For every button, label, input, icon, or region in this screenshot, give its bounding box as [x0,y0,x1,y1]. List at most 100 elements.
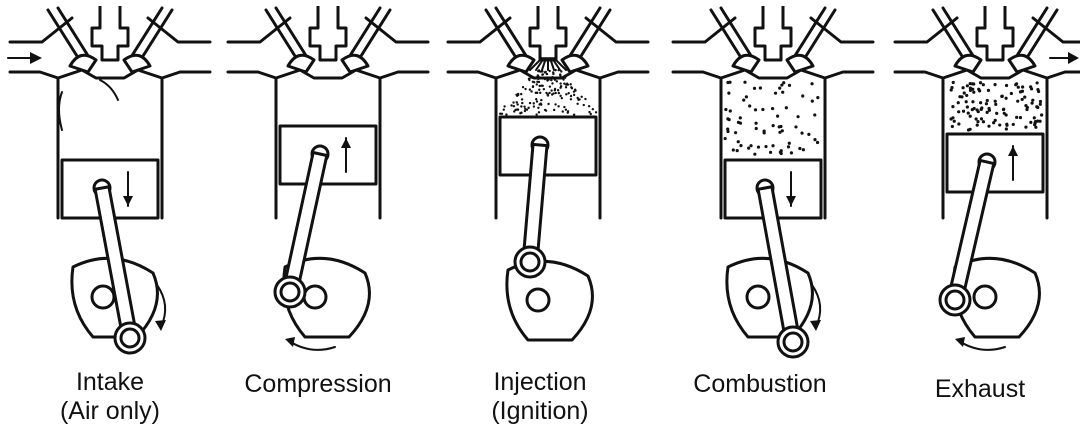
combustion-gas-dot [971,82,974,85]
combustion-gas-dot [726,127,729,130]
exhaust-flow-arrowhead [1068,52,1079,64]
combustion-gas-dot [1015,116,1018,119]
fuel-spray-dot [554,88,556,90]
combustion-gas-dot [971,100,974,103]
fuel-spray-dot [538,89,540,91]
rotation-arrowhead [155,320,166,331]
combustion-gas-dot [739,122,742,125]
fuel-spray-dot [543,88,545,90]
combustion-gas-dot [739,144,742,147]
combustion-gas-dot [754,108,757,111]
fuel-spray-dot [539,92,541,94]
combustion-gas-dot [788,84,791,87]
caption-injection: Injection (Ignition) [440,368,640,426]
crankshaft-main-journal [527,289,549,311]
crank-pin-inner [521,253,539,271]
intake-flow-arrowhead [30,52,42,64]
combustion-gas-dot [957,110,960,113]
combustion-gas-dot [994,100,997,103]
crank-pin-inner [121,329,139,347]
combustion-gas-dot [952,81,955,84]
combustion-gas-dot [962,110,965,113]
fuel-spray-dot [561,97,563,99]
combustion-gas-dot [951,116,954,119]
combustion-gas-dot [1005,127,1008,130]
combustion-gas-dot [734,131,737,134]
fuel-spray-dot [558,92,560,94]
caption-combustion-label: Combustion [660,370,860,399]
fuel-spray-dot [513,105,515,107]
fuel-spray-dot [555,92,557,94]
fuel-spray-dot [533,102,535,104]
fuel-spray-dot [551,76,553,78]
fuel-spray-dot [522,86,524,88]
combustion-gas-dot [1016,100,1019,103]
fuel-spray-dot [527,107,529,109]
fuel-spray-dot [524,88,526,90]
fuel-spray-dot [547,103,549,105]
combustion-gas-dot [727,92,730,95]
crankshaft-main-journal [974,286,996,308]
combustion-gas-dot [800,132,803,135]
combustion-gas-dot [963,91,966,94]
fuel-spray-dot [557,105,559,107]
fuel-spray-dot [544,78,546,80]
fuel-spray-dot [530,76,532,78]
combustion-gas-dot [1005,123,1008,126]
fuel-spray-dot [499,113,501,115]
combustion-gas-dot [957,122,960,125]
combustion-gas-dot [776,114,779,117]
combustion-gas-dot [736,149,739,152]
fuel-spray-dot [548,92,550,94]
fuel-spray-dot [536,81,538,83]
fuel-spray-dot [541,74,543,76]
combustion-gas-dot [986,111,989,114]
caption-exhaust-label: Exhaust [880,375,1080,404]
combustion-gas-dot [1021,98,1024,101]
combustion-gas-dot [747,147,750,150]
rotation-arrowhead [285,337,295,347]
fuel-injector [310,6,346,60]
fuel-spray-dot [592,108,594,110]
intake-air-swirl-arrow [100,80,118,100]
fuel-spray-dot [557,89,559,91]
crank-pin-inner [946,291,964,309]
combustion-gas-dot [748,104,751,107]
combustion-gas-dot [1003,112,1006,115]
combustion-gas-dot [1005,97,1008,100]
combustion-chamber-roof [58,70,162,78]
combustion-gas-dot [1017,86,1020,89]
fuel-spray-dot [532,85,534,87]
fuel-spray-dot [536,100,538,102]
crank-pin-inner [784,333,802,351]
fuel-spray-dot [532,81,534,83]
fuel-spray-dot [567,110,569,112]
combustion-gas-dot [957,101,960,104]
engine-stage-3 [448,6,648,340]
fuel-spray-dot [529,88,531,90]
combustion-gas-dot [732,148,735,151]
combustion-gas-dot [977,88,980,91]
combustion-gas-dot [771,144,774,147]
combustion-gas-dot [785,106,788,109]
fuel-spray-dot [524,110,526,112]
fuel-spray-dot [551,82,553,84]
fuel-spray-dot [540,103,542,105]
rotation-arrow [289,341,335,350]
combustion-gas-dot [966,105,969,108]
fuel-spray-dot [536,92,538,94]
fuel-spray-dot [546,73,548,75]
combustion-gas-dot [971,88,974,91]
combustion-gas-dot [794,125,797,128]
fuel-spray-dot [533,105,535,107]
combustion-gas-dot [971,108,974,111]
fuel-spray-dot [550,79,552,81]
fuel-spray-dot [563,82,565,84]
combustion-gas-dot [1026,106,1029,109]
combustion-gas-dot [807,133,810,136]
combustion-gas-dot [753,153,756,156]
fuel-spray-dot [517,94,519,96]
combustion-gas-dot [975,117,978,120]
combustion-gas-dot [729,109,732,112]
fuel-spray-dot [567,92,569,94]
